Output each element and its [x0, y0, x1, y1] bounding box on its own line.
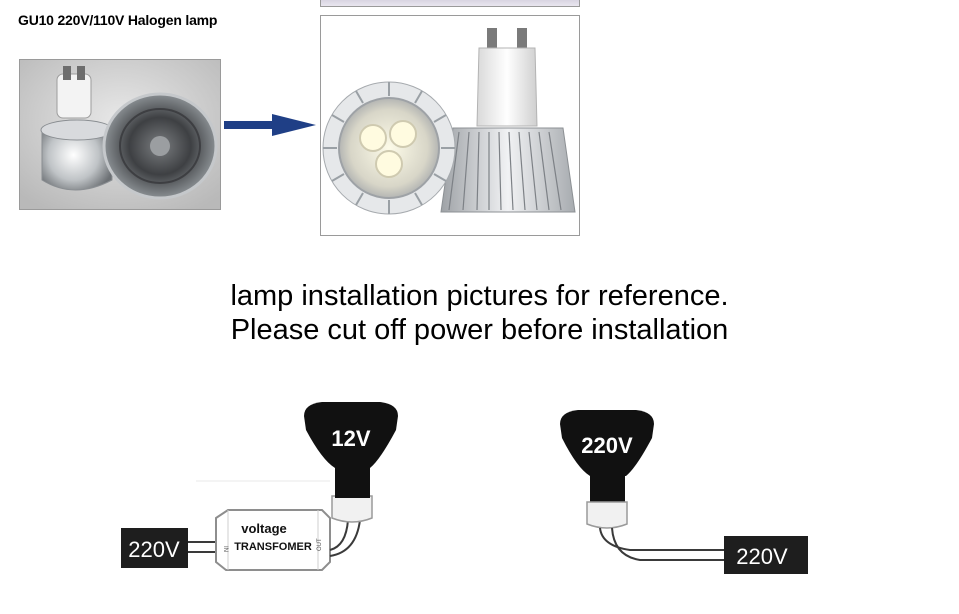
image-strip — [320, 0, 580, 7]
halogen-caption: GU10 220V/110V Halogen lamp — [18, 12, 218, 28]
voltage-transformer — [215, 509, 331, 571]
bulb-220v — [560, 410, 654, 476]
input-220v-label-right — [724, 536, 808, 574]
transformer-in-tag: IN — [222, 546, 228, 552]
input-220v-text-left: 220V — [128, 537, 180, 562]
bulb-220v-label: 220V — [581, 433, 633, 458]
input-220v-text-right: 220V — [736, 544, 788, 569]
led-spotlight-illustration — [322, 28, 576, 215]
headline-line-2: Please cut off power before installation — [230, 314, 729, 346]
arrow-right-icon — [224, 114, 316, 136]
input-220v-label-left — [121, 528, 188, 568]
bulb-12v — [304, 402, 398, 468]
headline-line-1: lamp installation pictures for reference… — [230, 280, 729, 312]
diagram-220v: 220V 220V — [560, 410, 808, 574]
led-lamp-photo — [320, 15, 580, 236]
diagram-12v: 220V voltage TRANSFOMER IN OUT 12V — [121, 402, 398, 571]
halogen-lamp-illustration — [20, 60, 220, 209]
transformer-label-type: TRANSFOMER — [234, 541, 312, 553]
wiring-diagram-svg: 220V voltage TRANSFOMER IN OUT 12V — [121, 402, 808, 574]
transformer-out-tag: OUT — [317, 538, 323, 551]
transformer-label-voltage: voltage — [241, 521, 287, 536]
halogen-lamp-photo — [19, 59, 221, 210]
bulb-12v-label: 12V — [331, 426, 370, 451]
wiring-diagrams: 220V voltage TRANSFOMER IN OUT 12V — [0, 390, 959, 614]
